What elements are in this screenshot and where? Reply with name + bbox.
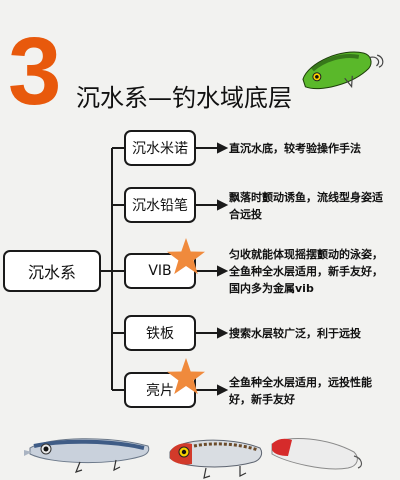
branch-desc: 匀收就能体现摇摆颤动的泳姿，全鱼种全水层适用，新手友好，国内多为金属vib (229, 248, 383, 295)
branch-node-metal-jig: 铁板 (124, 315, 196, 351)
section-number: 3 (8, 18, 61, 125)
branch-node-vib: VIB (124, 253, 196, 289)
minnow-lure-icon (24, 438, 150, 473)
branch-node-sinking-pencil: 沉水铅笔 (124, 187, 196, 223)
branch-desc: 飘落时颤动诱鱼，流线型身姿适合远投 (229, 191, 383, 221)
spoon-lure-icon (271, 437, 363, 470)
branch-node-sinking-minnow: 沉水米诺 (124, 130, 196, 166)
branch-desc: 直沉水底，较考验操作手法 (229, 142, 361, 155)
vib-lure-icon (302, 51, 384, 90)
pencil-lure-icon (169, 439, 263, 479)
branch-desc: 全鱼种全水层适用，远投性能好，新手友好 (229, 376, 372, 406)
branch-node-spoon: 亮片 (124, 372, 196, 408)
branch-desc: 搜索水层较广泛，利于远投 (229, 327, 361, 340)
root-node: 沉水系 (3, 250, 101, 292)
page-title: 沉水系—钓水域底层 (76, 84, 292, 112)
